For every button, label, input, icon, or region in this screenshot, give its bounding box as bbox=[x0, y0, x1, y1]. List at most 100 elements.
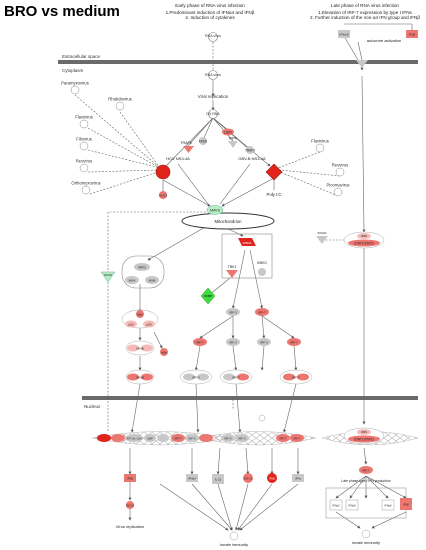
svg-text:IFNα2: IFNα2 bbox=[332, 504, 340, 508]
fkbp-node: FKBP bbox=[200, 287, 216, 305]
nfkb-active-complex: NFκB bbox=[125, 369, 155, 385]
innate-immunity-mid: innate immunity bbox=[220, 531, 248, 547]
poly-ic-label: Poly I:C bbox=[266, 192, 281, 197]
early-phase-heading: Early phase of RNA virus infection bbox=[175, 3, 245, 8]
svg-text:NFκB: NFκB bbox=[136, 347, 144, 351]
tbk1-complex-box bbox=[221, 233, 273, 279]
traf6-node: TRAF6 bbox=[180, 141, 194, 153]
svg-text:RNA virus: RNA virus bbox=[205, 73, 221, 77]
mitochondrion-label: Mitochondrion bbox=[215, 219, 243, 224]
virus-left-circle-5 bbox=[81, 185, 91, 195]
ifnar-right-node: IFNαR bbox=[316, 231, 328, 244]
viral-replication-label: Viral replication bbox=[198, 94, 229, 99]
svg-text:IRF-3: IRF-3 bbox=[239, 437, 246, 441]
ifnb-gene-late: IFNβ bbox=[400, 498, 412, 510]
svg-text:p50: p50 bbox=[128, 323, 133, 327]
plasma-membrane bbox=[58, 60, 418, 64]
ifna6-gene: IFNα6 bbox=[381, 499, 395, 511]
stat-complex-nucleus: IRF9 STAT1/STAT2 bbox=[343, 427, 385, 445]
svg-text:IRF-7: IRF-7 bbox=[196, 341, 204, 345]
svg-text:IRF-7: IRF-7 bbox=[175, 437, 182, 441]
virus-left-label-2: Flavivirus bbox=[75, 115, 93, 120]
irf-dimer-row-1: IRF-7 IRF-3 IRF-3 IRF-7 bbox=[193, 338, 301, 346]
svg-text:IRF-3: IRF-3 bbox=[189, 437, 196, 441]
ikkg-node: IKKG bbox=[134, 263, 150, 271]
virus-right-label-2: Picornavirus bbox=[326, 183, 349, 188]
mda5-node bbox=[265, 163, 283, 181]
svg-text:IFNβ: IFNβ bbox=[409, 33, 416, 37]
virus-left-label-4: Reovirus bbox=[76, 159, 93, 164]
virus-left-label-0: Paramyxovirus bbox=[61, 81, 89, 86]
innate-immunity-right: innate immunity bbox=[352, 529, 380, 545]
svg-text:FKBP: FKBP bbox=[204, 294, 212, 298]
svg-text:IKKA: IKKA bbox=[129, 279, 136, 283]
mitochondrion bbox=[181, 212, 275, 230]
irf7-late-node: IRF-7 bbox=[359, 466, 373, 474]
stat-complex-cyto: IRF9 STAT1/STAT2 bbox=[343, 231, 385, 249]
virus-left-circle-0 bbox=[70, 85, 80, 95]
ikkb-node: IKKB bbox=[145, 276, 159, 284]
svg-text:IRF-3: IRF-3 bbox=[229, 311, 237, 315]
svg-text:ISG-15: ISG-15 bbox=[244, 477, 253, 481]
ifna4-gene: IFNα4 bbox=[186, 474, 198, 482]
ikbke-node: IKBKE bbox=[238, 238, 256, 246]
ikba-degraded-node: IκBα bbox=[160, 348, 168, 356]
svg-text:IFNα4: IFNα4 bbox=[188, 477, 196, 481]
svg-text:IFNβ: IFNβ bbox=[403, 503, 409, 507]
svg-text:IRF-3: IRF-3 bbox=[192, 376, 200, 380]
ikka-node: IKKA bbox=[125, 276, 139, 284]
virus-left-label-1: Rhabdovirus bbox=[108, 97, 132, 102]
mavs-node: MAVS bbox=[206, 205, 224, 215]
svg-text:RNA virus: RNA virus bbox=[205, 34, 221, 38]
ifng-gene: IFNγ bbox=[292, 474, 304, 482]
svg-text:STAT1/STAT2: STAT1/STAT2 bbox=[354, 242, 374, 246]
svg-text:IFNαR: IFNαR bbox=[318, 231, 328, 235]
ikk-complex-box bbox=[121, 255, 165, 289]
late-phase-heading: Late phase of RNA virus infection bbox=[331, 3, 399, 8]
nfkb-ikba-complex: IκBα p50 p65 bbox=[121, 309, 159, 329]
virus-right-label-0: Flavivirus bbox=[311, 139, 329, 144]
svg-text:p65: p65 bbox=[146, 323, 151, 327]
svg-text:NFκB: NFκB bbox=[136, 376, 144, 380]
svg-text:IFNβ: IFNβ bbox=[127, 477, 134, 481]
virus-left-circle-1 bbox=[115, 101, 125, 111]
virus-left-circle-2 bbox=[79, 119, 89, 129]
svg-text:TRAF3: TRAF3 bbox=[245, 149, 255, 153]
irf7-node: IRF-7 bbox=[255, 308, 269, 316]
nuclear-tf-complex-left: ATF-2/c-JUN CBP IRF-7 IRF-3 bbox=[97, 434, 213, 442]
late-phase-line2: 2. Further induction of the non-α4 IFN g… bbox=[310, 15, 420, 21]
virus-right-circle-1 bbox=[335, 167, 345, 177]
early-phase-header: Early phase of RNA virus infection 1.Pre… bbox=[150, 3, 270, 21]
svg-text:TRAF6: TRAF6 bbox=[180, 141, 191, 145]
ifnb-top-node: IFNβ bbox=[406, 30, 418, 38]
svg-text:IFNαR: IFNαR bbox=[104, 273, 112, 277]
svg-text:IFNβ: IFNβ bbox=[269, 477, 275, 481]
ifna5-gene: IFNα5 bbox=[345, 499, 359, 511]
ifnar-membrane-node bbox=[356, 60, 368, 68]
svg-text:IRF-3: IRF-3 bbox=[260, 341, 268, 345]
svg-text:RIPK: RIPK bbox=[229, 137, 238, 141]
isg15-gene-mid: ISG-15 bbox=[243, 473, 253, 483]
virus-right-circle-2 bbox=[333, 187, 343, 197]
lgp2-node: LGP2 bbox=[222, 128, 234, 136]
svg-text:IKBKE: IKBKE bbox=[243, 241, 252, 245]
svg-text:STAT1/STAT2: STAT1/STAT2 bbox=[354, 438, 374, 442]
late-phase-label: Late phase type I IFN production bbox=[341, 479, 390, 483]
virus-left-circle-4 bbox=[79, 163, 89, 173]
edges bbox=[74, 23, 413, 531]
rna-virus-cyto: RNA virus bbox=[205, 70, 221, 80]
late-phase-header: Late phase of RNA virus infection 1.Elev… bbox=[310, 3, 420, 21]
virus-right-circle-0 bbox=[315, 143, 325, 153]
isg15-nucleus-left: ISG-15 bbox=[126, 501, 135, 509]
irf3-node: IRF-3 bbox=[226, 308, 240, 316]
svg-text:IRF-7: IRF-7 bbox=[294, 437, 301, 441]
svg-text:IRF9: IRF9 bbox=[361, 234, 368, 238]
svg-text:IRF-7: IRF-7 bbox=[363, 469, 370, 473]
tbk1-node: TBK1 bbox=[226, 265, 238, 278]
svg-text:IKKB: IKKB bbox=[149, 279, 156, 283]
ifnb-gene-left: IFNβ bbox=[124, 474, 136, 482]
ifnar-top-node: IFNα/β bbox=[338, 30, 350, 38]
ifna2-gene: IFNα2 bbox=[329, 499, 343, 511]
svg-text:IRF-7: IRF-7 bbox=[232, 376, 240, 380]
